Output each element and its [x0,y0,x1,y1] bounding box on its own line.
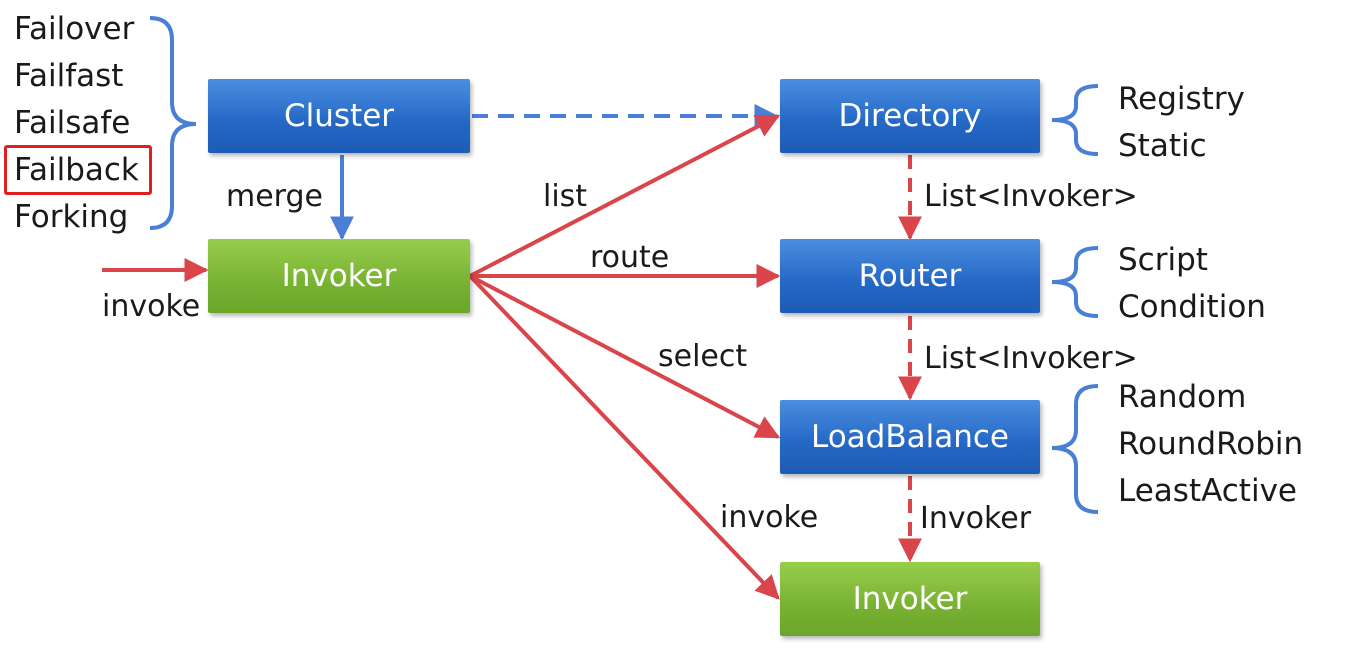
lb-invoker-label: Invoker [920,501,1032,536]
invoker-target-box: Invoker [780,562,1040,636]
router-lb-label: List<Invoker> [924,341,1138,376]
list-arrow [469,114,781,278]
lb-type-leastactive: LeastActive [1118,473,1297,509]
strategy-forking: Forking [14,199,129,235]
router-type-script: Script [1118,242,1208,278]
select-label: select [658,339,748,374]
list-label: list [543,179,588,214]
lb-type-random: Random [1118,379,1247,415]
invoke-in-label: invoke [102,289,201,324]
invoker-main-box: Invoker [208,239,470,313]
failback-highlight-box [4,145,152,195]
cluster-box: Cluster [208,79,470,153]
select-arrow [469,274,781,439]
cluster-strategies-brace [149,16,197,230]
router-type-condition: Condition [1118,289,1266,325]
dir-router-label: List<Invoker> [924,179,1138,214]
loadbalance-types-brace [1051,384,1099,514]
router-box: Router [780,239,1040,313]
merge-label: merge [226,179,323,214]
strategy-failfast: Failfast [14,58,124,94]
strategy-failover: Failover [14,11,135,47]
directory-box: Directory [780,79,1040,153]
lb-type-roundrobin: RoundRobin [1118,426,1304,462]
strategy-failsafe: Failsafe [14,105,131,141]
directory-types-brace [1051,84,1099,156]
router-types-brace [1051,246,1099,318]
route-label: route [590,240,670,275]
invoke-out-label: invoke [720,500,819,535]
directory-type-static: Static [1118,128,1207,164]
loadbalance-box: LoadBalance [780,400,1040,474]
strategy-failback: Failback [14,152,139,188]
directory-type-registry: Registry [1118,81,1245,117]
invoke-out-arrow [468,274,780,600]
